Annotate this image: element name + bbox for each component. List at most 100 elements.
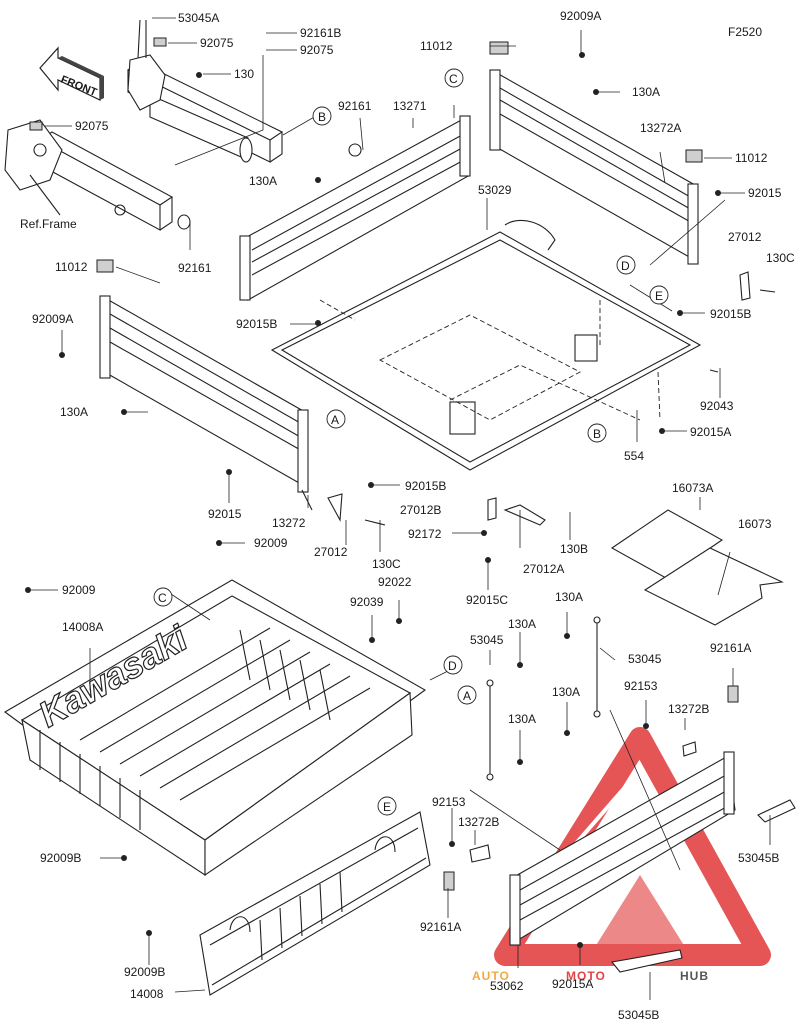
label-92075: 92075 (300, 43, 334, 57)
label-92161B: 92161B (300, 26, 341, 40)
callout-letter: A (331, 413, 339, 427)
callout-b-top: B (312, 106, 332, 126)
label-13271: 13271 (393, 99, 427, 113)
label-92015A: 92015A (552, 977, 593, 991)
label-27012A: 27012A (523, 562, 564, 576)
floor-frame-53029 (270, 219, 702, 471)
label-92153: 92153 (432, 795, 466, 809)
label-92161A: 92161A (420, 920, 461, 934)
callout-c-top: C (444, 68, 464, 88)
frame-crossmember (4, 19, 362, 231)
label-92009: 92009 (62, 583, 96, 597)
label-13272A: 13272A (640, 121, 681, 135)
callout-e-bed: E (377, 796, 397, 816)
part-labels: 53045A 92161B 92075 92075 130 92075 Ref.… (20, 9, 795, 1022)
label-53045A: 53045A (178, 11, 219, 25)
label-92015A: 92015A (690, 425, 731, 439)
label-53045B: 53045B (738, 851, 779, 865)
label-92161: 92161 (338, 99, 372, 113)
label-53029: 53029 (478, 183, 512, 197)
callout-c-bed: C (153, 587, 173, 607)
label-92015: 92015 (748, 186, 782, 200)
label-92043: 92043 (700, 399, 734, 413)
watermark-prefix: AUTO (472, 969, 510, 983)
label-ref-frame: Ref.Frame (20, 217, 77, 231)
label-27012: 27012 (314, 545, 348, 559)
label-53045: 53045 (470, 633, 504, 647)
label-130A: 130A (508, 712, 536, 726)
callout-a-left: A (326, 409, 346, 429)
label-92009B: 92009B (124, 965, 165, 979)
label-11012: 11012 (420, 39, 453, 53)
label-130A: 130A (60, 405, 88, 419)
callout-letter: B (593, 427, 601, 441)
label-92015C: 92015C (466, 593, 508, 607)
label-92015B: 92015B (710, 307, 751, 321)
label-27012: 27012 (728, 230, 762, 244)
label-13272: 13272 (272, 516, 306, 530)
label-92009A: 92009A (32, 312, 73, 326)
label-53062: 53062 (490, 979, 524, 993)
label-11012: 11012 (55, 260, 88, 274)
watermark-text: AUTO MOTO HUB (472, 969, 709, 983)
label-130B: 130B (560, 542, 588, 556)
label-13272B: 13272B (668, 702, 709, 716)
label-130A: 130A (508, 617, 536, 631)
label-92172: 92172 (408, 527, 442, 541)
watermark-suffix: HUB (680, 969, 709, 983)
label-92075: 92075 (75, 119, 109, 133)
callout-letter: D (621, 259, 630, 273)
callout-letter: D (448, 659, 457, 673)
label-130C: 130C (372, 557, 401, 571)
label-14008: 14008 (130, 987, 164, 1001)
label-130A: 130A (555, 590, 583, 604)
mat-16073A (610, 509, 724, 579)
cables-53045 (486, 616, 601, 781)
callout-d-right: D (616, 255, 636, 275)
label-92015: 92015 (208, 507, 242, 521)
callout-letter: B (318, 110, 326, 124)
left-side-panel-13272 (99, 295, 309, 493)
callout-letter: A (463, 689, 471, 703)
label-11012: 11012 (735, 151, 768, 165)
label-14008A: 14008A (62, 620, 103, 634)
tailgate-frame-53062 (509, 751, 796, 973)
right-side-panel-13272A (96, 41, 703, 273)
callout-e-right: E (649, 285, 669, 305)
callout-d-bed: D (443, 655, 463, 675)
front-panel-13271 (239, 115, 471, 301)
label-92009B: 92009B (40, 851, 81, 865)
label-92039: 92039 (350, 595, 384, 609)
label-554: 554 (624, 449, 644, 463)
callout-b-floor: B (587, 423, 607, 443)
tailgate-14008 (199, 811, 431, 996)
label-130A: 130A (552, 685, 580, 699)
label-13272B: 13272B (458, 815, 499, 829)
label-92161: 92161 (178, 261, 212, 275)
label-53045: 53045 (628, 652, 662, 666)
fastener-dots (25, 52, 721, 948)
label-16073: 16073 (738, 517, 772, 531)
label-16073A: 16073A (672, 481, 713, 495)
label-92015B: 92015B (236, 317, 277, 331)
callout-letter: E (655, 289, 663, 303)
label-130: 130 (234, 67, 254, 81)
callout-letter: E (383, 800, 391, 814)
label-92075: 92075 (200, 36, 234, 50)
label-92161A: 92161A (710, 641, 751, 655)
front-arrow-icon: FRONT (39, 46, 104, 101)
label-92009: 92009 (254, 536, 288, 550)
mat-16073 (643, 547, 784, 626)
label-130A: 130A (632, 85, 660, 99)
label-92015B: 92015B (405, 479, 446, 493)
label-130C: 130C (766, 251, 795, 265)
label-53045B: 53045B (618, 1008, 659, 1022)
label-92153: 92153 (624, 679, 658, 693)
callout-letter: C (449, 72, 458, 86)
leader-lines (28, 17, 771, 1000)
label-92022: 92022 (378, 575, 412, 589)
figure-code: F2520 (728, 25, 762, 39)
label-27012B: 27012B (400, 503, 441, 517)
label-92009A: 92009A (560, 9, 601, 23)
